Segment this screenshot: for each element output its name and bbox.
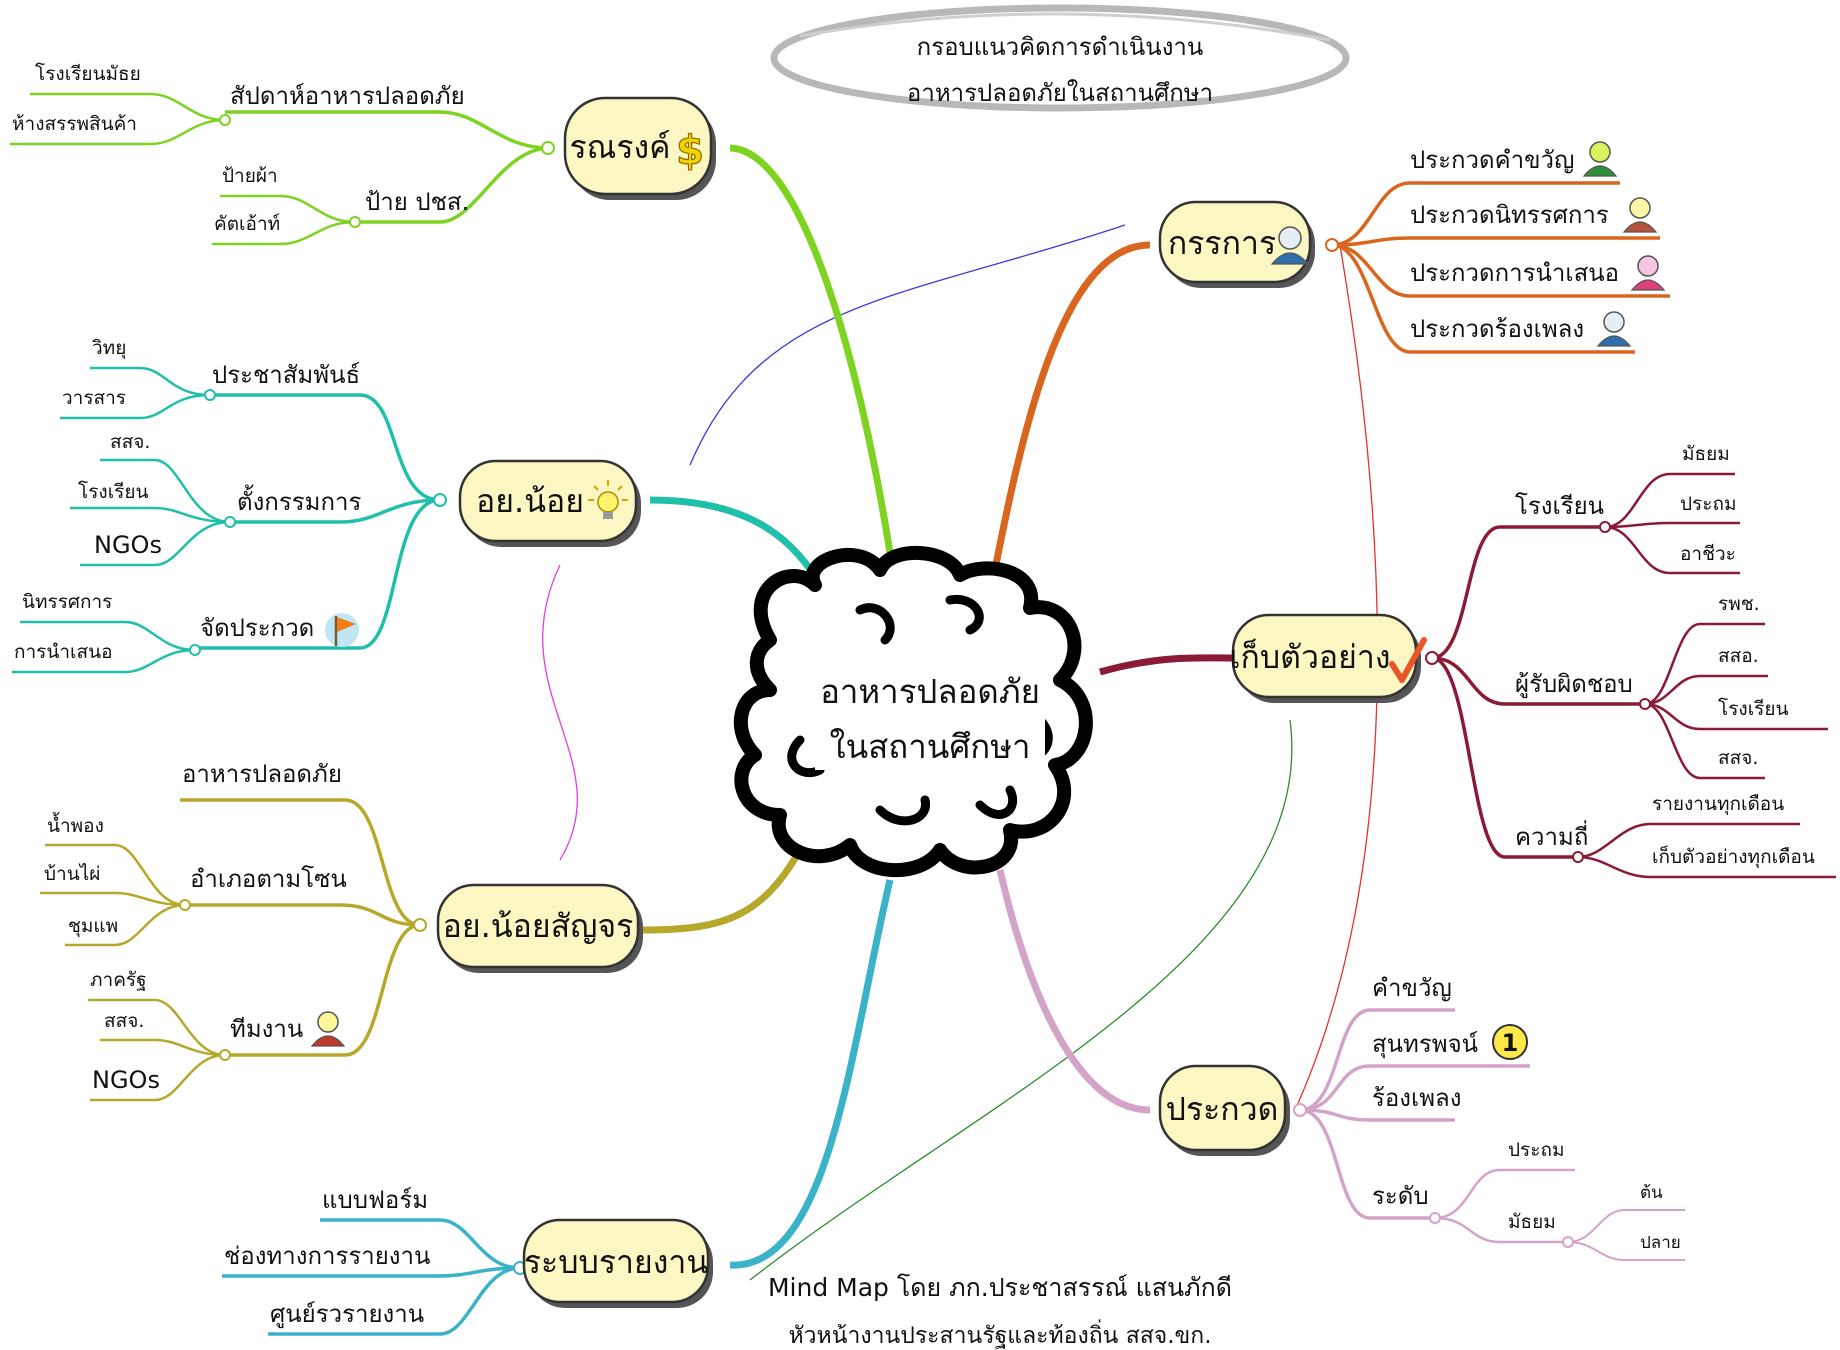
title-bubble: กรอบแนวคิดการดำเนินงาน อาหารปลอดภัยในสถา… [770,4,1350,112]
topic-committee[interactable]: กรรการ [1158,200,1315,288]
branch-reporting [222,879,894,1336]
leaf-label: แบบฟอร์ม [322,1186,428,1214]
leaf-label: การนำเสนอ [14,641,113,663]
sub-label: อาหารปลอดภัย [182,760,342,788]
title-line-1: กรอบแนวคิดการดำเนินงาน [917,33,1204,61]
leaf-label: อาชีวะ [1680,543,1736,565]
svg-text:$: $ [676,128,704,174]
leaf-label: ช่องทางการรายงาน [224,1242,430,1270]
checkmark-icon [1389,637,1427,683]
leaf-label: สสอ. [1718,645,1759,667]
center-line-1: อาหารปลอดภัย [820,672,1040,711]
leaf-label: สสจ. [110,431,150,453]
sub-label: ผู้รับผิดชอบ [1515,670,1633,699]
leaf-label: ประถม [1508,1139,1565,1161]
topic-sampling[interactable]: เก็บตัวอย่าง [1230,613,1427,703]
leaf-label: ประกวดคำขวัญ [1410,146,1574,174]
leaf-label: ประกวดนิทรรศการ [1410,201,1609,229]
topic-or-noi[interactable]: อย.น้อย [458,459,641,547]
leaf-label: บ้านไผ่ [44,863,100,885]
center-line-2: ในสถานศึกษา [829,727,1030,766]
leaf-label: ประกวดการนำเสนอ [1410,259,1619,287]
topic-label: ประกวด [1166,1090,1279,1128]
leaf-label: ภาครัฐ [90,969,147,991]
topic-label: รณรงค์ [569,128,670,166]
topic-label: อย.น้อย [476,482,584,520]
leaf-label: รายงานทุกเดือน [1652,793,1784,816]
leaf-label: รพช. [1718,593,1760,615]
leaf-label: โรงเรียนมัธย [35,62,141,85]
leaf-label: โรงเรียน [1718,697,1789,720]
sub-label: ความถี่ [1515,820,1588,851]
leaf-label: มัธยม [1682,443,1730,465]
person-icon [1630,255,1666,291]
topic-ronnarong[interactable]: รณรงค์ $ [563,96,716,200]
sub-label: ร้องเพลง [1372,1084,1461,1112]
flag-icon [325,613,359,647]
leaf-label: ต้น [1640,1183,1663,1203]
topic-label: กรรการ [1168,224,1276,262]
branch-or-noi [12,366,839,674]
footer-line-2: หัวหน้างานประสานรัฐและท้องถิ่น สสจ.ขก. [788,1319,1211,1349]
number-one-icon: 1 [1492,1024,1528,1060]
leaf-label: ประถม [1680,493,1737,515]
topic-reporting[interactable]: ระบบรายงาน [522,1218,713,1308]
title-line-2: อาหารปลอดภัยในสถานศึกษา [907,79,1213,107]
leaf-label: คัตเอ้าท์ [214,213,280,235]
branch-ronnarong [10,92,899,586]
footer-line-1: Mind Map โดย ภก.ประชาสรรณ์ แสนภักดี [768,1273,1232,1302]
person-icon [310,1011,346,1047]
topic-or-noi-sanjon[interactable]: อย.น้อยสัญจร [436,883,643,973]
leaf-label: ศูนย์รวรายงาน [270,1300,424,1329]
branch-committee [986,181,1670,596]
leaf-label: น้ำพอง [47,812,104,837]
sub-label: ประชาสัมพันธ์ [212,361,360,389]
leaf-label: ปลาย [1640,1233,1681,1253]
sub-label: จัดประกวด [200,614,314,642]
leaf-label: ห้างสรรพสินค้า [12,113,137,135]
leaf-label: โรงเรียน [78,480,149,503]
sub-label: ทีมงาน [230,1015,303,1043]
leaf-label: ชุมแพ [68,915,118,938]
branch-sampling [1099,472,1836,879]
topic-label: เก็บตัวอย่าง [1230,638,1391,676]
sub-label: คำขวัญ [1372,974,1452,1002]
person-icon [1270,226,1310,265]
person-icon [1596,311,1632,347]
topic-contest[interactable]: ประกวด [1158,1064,1290,1156]
topic-label: อย.น้อยสัญจร [443,907,634,945]
branch-contest [996,869,1685,1261]
leaf-label: เก็บตัวอย่างทุกเดือน [1652,844,1815,869]
leaf-label: NGOs [92,1066,160,1094]
sub-label: ระดับ [1372,1182,1429,1210]
center-brain[interactable]: อาหารปลอดภัย ในสถานศึกษา [733,545,1093,877]
relationship-links [542,224,1379,1281]
leaf-label: NGOs [94,531,162,559]
leaf-label: ประกวดร้องเพลง [1410,315,1584,343]
sub-label: อำเภอตามโซน [190,865,347,893]
leaf-label: วารสาร [62,387,126,409]
leaf-label: มัธยม [1508,1211,1556,1233]
number-one-label: 1 [1502,1029,1519,1057]
leaf-label: ป้ายผ้า [222,165,278,187]
dollar-icon: $ [675,127,704,174]
person-icon [1622,197,1658,233]
leaf-label: สสจ. [104,1010,144,1032]
leaf-label: วิทยุ [92,337,127,360]
sub-label: ตั้งกรรมการ [237,484,361,516]
sub-label: โรงเรียน [1515,492,1604,520]
topic-label: ระบบรายงาน [524,1243,709,1281]
sub-label: ป้าย ปชส. [365,188,469,216]
branch-or-noi-sanjon [40,798,804,1102]
leaf-label: นิทรรศการ [22,591,112,613]
sub-label: สุนทรพจน์ [1372,1030,1478,1059]
sub-label: สัปดาห์อาหารปลอดภัย [230,82,465,110]
lightbulb-icon [588,480,628,519]
leaf-label: สสจ. [1718,747,1758,769]
footer-credit: Mind Map โดย ภก.ประชาสรรณ์ แสนภักดี หัวห… [768,1273,1232,1349]
person-icon [1582,141,1618,177]
